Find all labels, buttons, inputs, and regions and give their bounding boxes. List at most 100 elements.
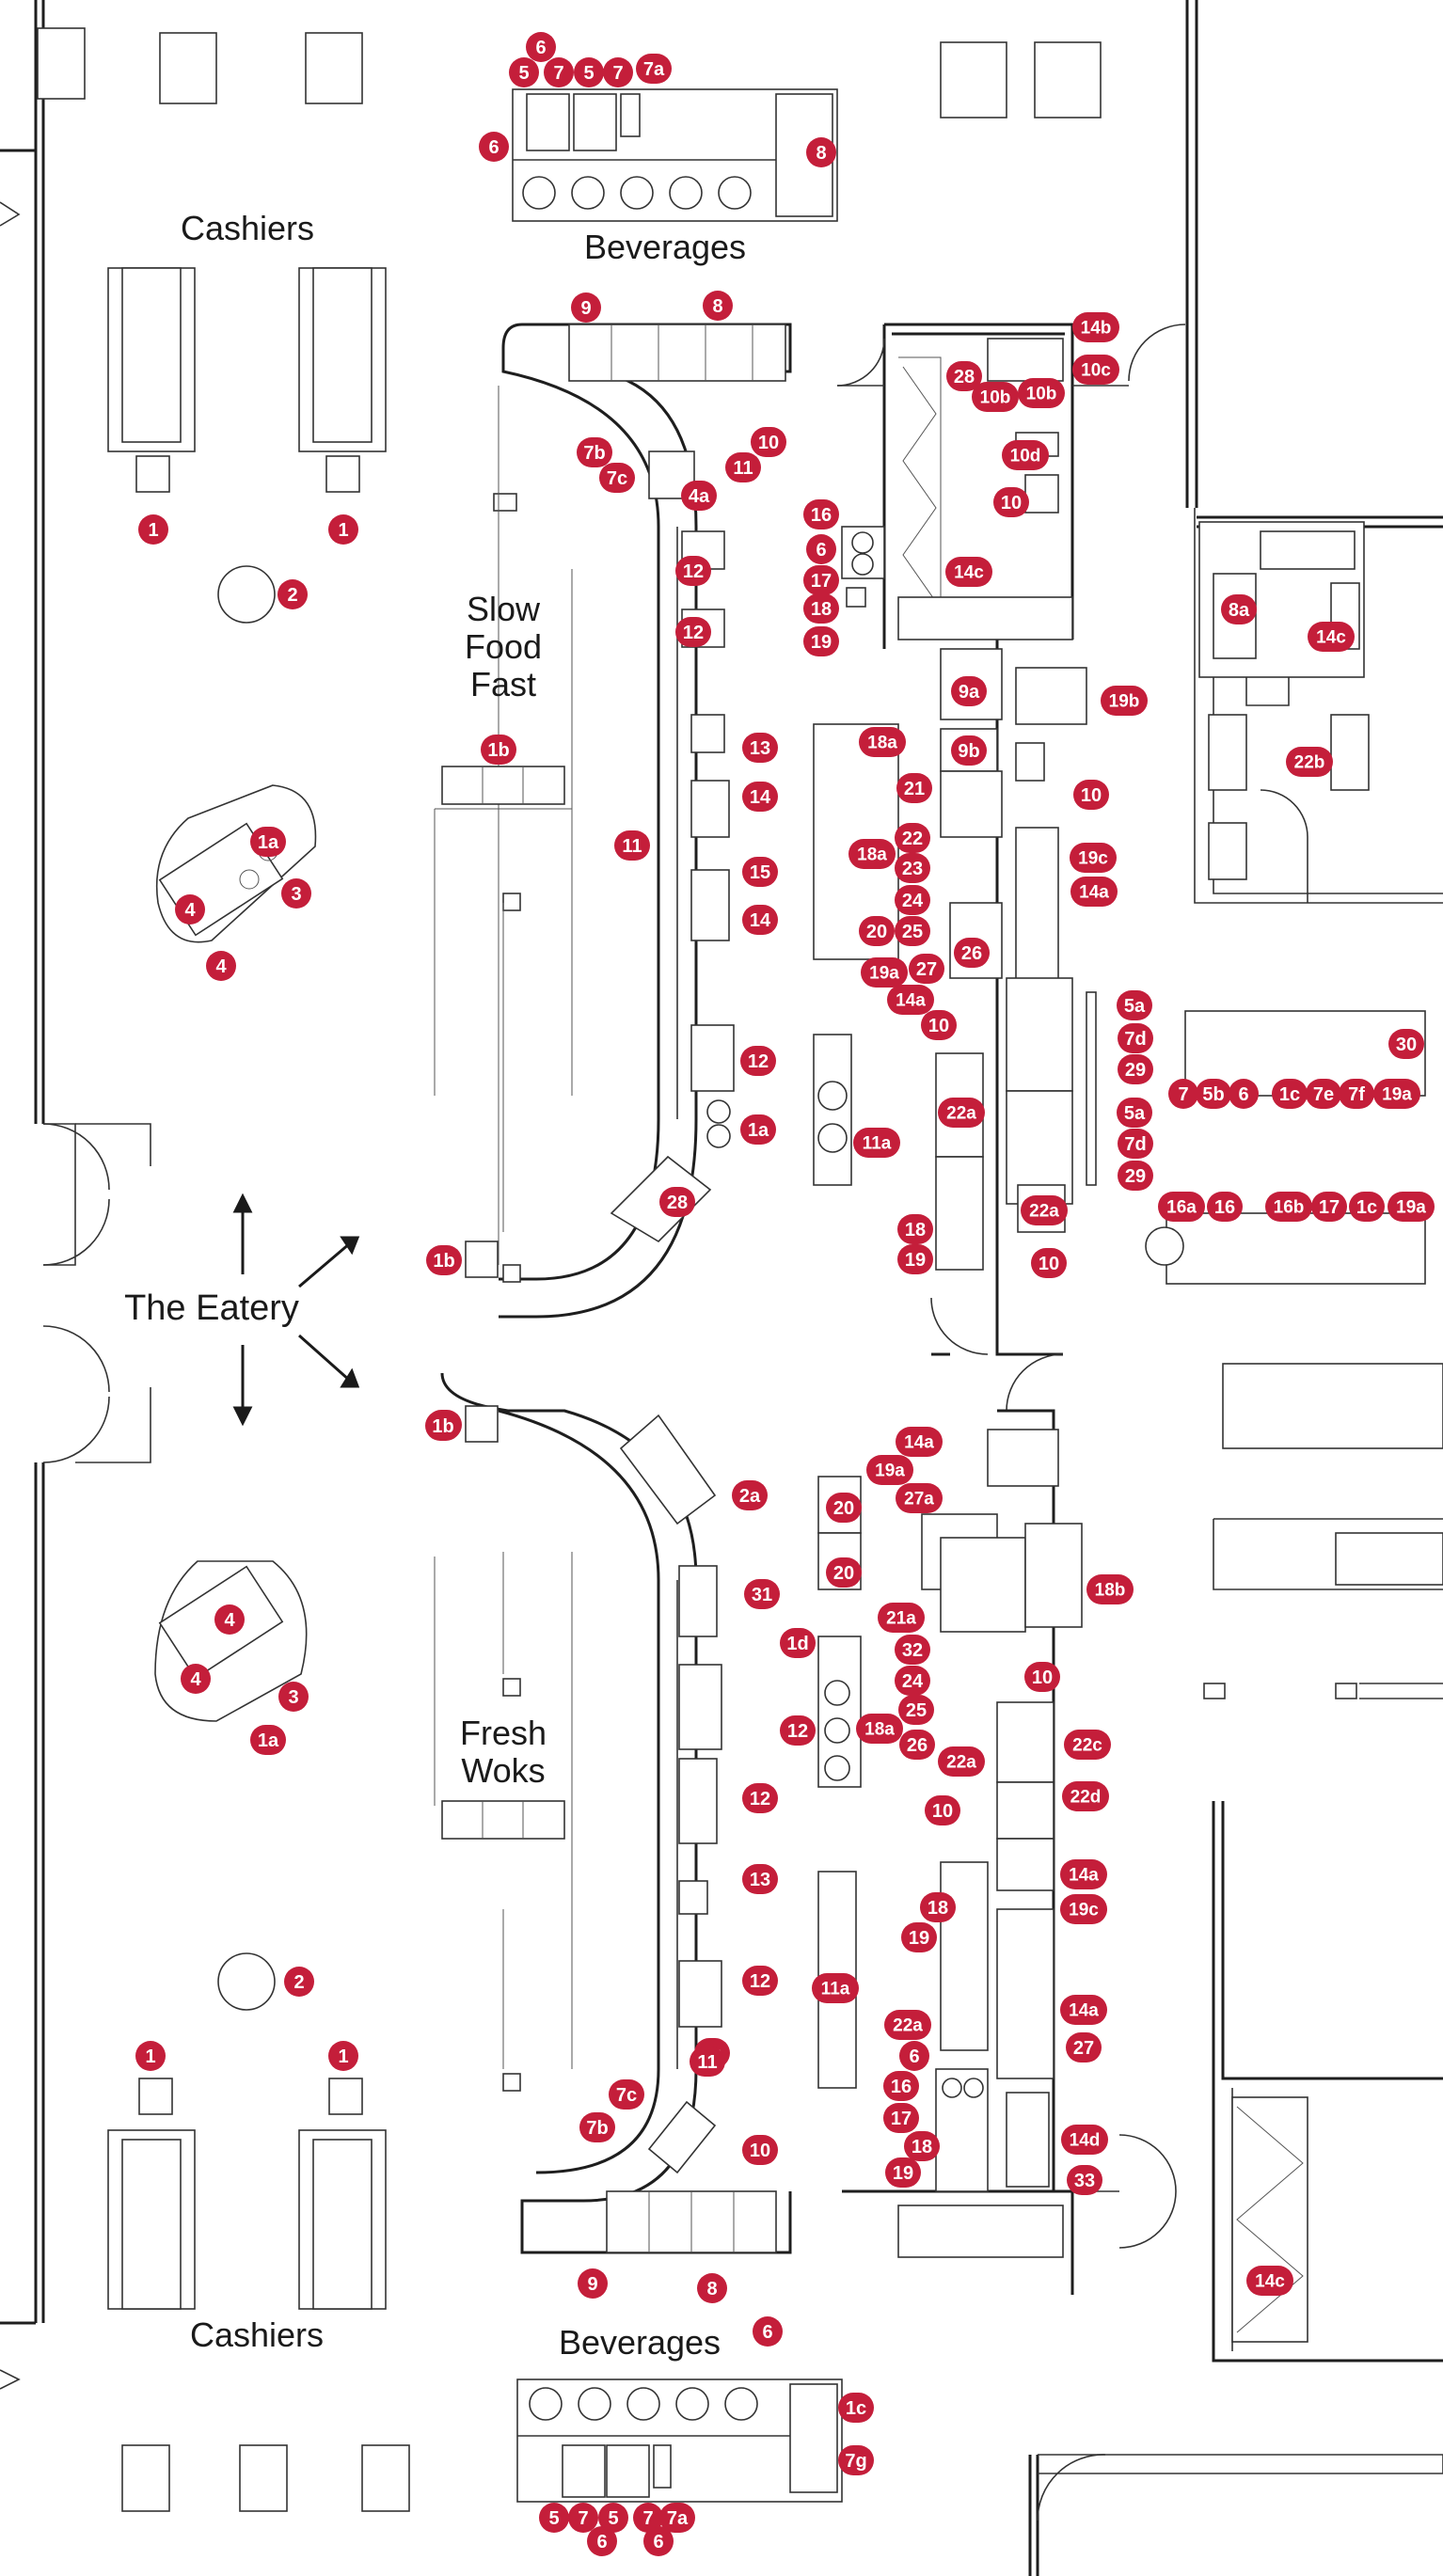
equipment-tag: 1a bbox=[740, 1114, 776, 1145]
tag-badge bbox=[896, 1427, 943, 1457]
tag-label: 6 bbox=[596, 2532, 607, 2552]
tag-badge bbox=[1061, 2125, 1108, 2155]
tag-label: 5 bbox=[518, 63, 529, 84]
equipment-tag: 6 bbox=[1229, 1079, 1259, 1109]
equipment-tag: 16a bbox=[1158, 1192, 1205, 1222]
tag-label: 7b bbox=[583, 443, 605, 464]
tag-label: 19a bbox=[875, 1462, 905, 1481]
tag-badge bbox=[278, 579, 308, 609]
tag-badge bbox=[1272, 1079, 1308, 1109]
equipment-tag: 9b bbox=[951, 735, 987, 766]
tag-badge bbox=[803, 499, 839, 529]
tag-badge bbox=[1118, 1161, 1153, 1191]
equipment-tag: 1 bbox=[135, 2041, 166, 2071]
equipment-tag: 33 bbox=[1067, 2165, 1102, 2195]
tag-badge bbox=[675, 617, 711, 647]
tag-label: 10 bbox=[758, 433, 779, 453]
tag-badge bbox=[587, 2526, 617, 2556]
equipment-tag: 10 bbox=[751, 427, 786, 457]
tag-label: 22a bbox=[946, 1753, 976, 1773]
tag-badge bbox=[838, 2393, 874, 2423]
tag-badge bbox=[1118, 1023, 1153, 1053]
tag-badge bbox=[1101, 686, 1148, 716]
tag-badge bbox=[1070, 877, 1118, 907]
tag-label: 10 bbox=[932, 1801, 953, 1822]
tag-badge bbox=[806, 137, 836, 167]
tag-label: 14 bbox=[750, 910, 771, 931]
tag-label: 1c bbox=[846, 2398, 866, 2419]
tag-label: 12 bbox=[748, 1051, 769, 1072]
equipment-tag: 8 bbox=[806, 137, 836, 167]
tag-badge bbox=[426, 1245, 462, 1275]
equipment-tag: 10 bbox=[925, 1795, 960, 1825]
tag-label: 1a bbox=[258, 832, 279, 853]
equipment-tag: 25 bbox=[898, 1695, 934, 1725]
equipment-tag: 5a bbox=[1117, 1098, 1152, 1128]
equipment-tag: 12 bbox=[675, 556, 711, 586]
equipment-tag: 7 bbox=[568, 2503, 598, 2533]
equipment-tag: 16 bbox=[803, 499, 839, 529]
tag-label: 12 bbox=[683, 623, 704, 643]
tag-label: 1 bbox=[148, 520, 158, 541]
tag-badge bbox=[1031, 1248, 1067, 1278]
equipment-tag: 22a bbox=[1021, 1195, 1068, 1225]
tag-label: 24 bbox=[902, 891, 924, 911]
equipment-tag: 12 bbox=[742, 1966, 778, 1996]
tag-badge bbox=[744, 1579, 780, 1609]
equipment-tag: 10b bbox=[972, 382, 1019, 412]
tag-label: 1 bbox=[338, 520, 348, 541]
tag-badge bbox=[725, 452, 761, 482]
equipment-tag: 7 bbox=[603, 57, 633, 87]
equipment-tag: 12 bbox=[780, 1715, 816, 1746]
tag-label: 16 bbox=[811, 505, 832, 526]
tag-badge bbox=[1117, 1098, 1152, 1128]
equipment-tag: 19 bbox=[897, 1244, 933, 1274]
tag-badge bbox=[925, 1795, 960, 1825]
equipment-tag: 14d bbox=[1061, 2125, 1108, 2155]
equipment-tag: 1b bbox=[426, 1245, 462, 1275]
equipment-tag: 14a bbox=[1060, 1859, 1107, 1889]
equipment-tag: 6 bbox=[526, 32, 556, 62]
tag-badge bbox=[951, 676, 987, 706]
tag-label: 2 bbox=[287, 585, 297, 606]
tag-badge bbox=[571, 292, 601, 323]
tag-badge bbox=[884, 2010, 931, 2040]
tag-badge bbox=[250, 1725, 286, 1755]
tag-label: 11 bbox=[733, 458, 753, 479]
equipment-tag: 18 bbox=[904, 2131, 940, 2161]
tag-badge bbox=[742, 905, 778, 935]
equipment-tag: 28 bbox=[659, 1187, 695, 1217]
tag-label: 4 bbox=[190, 1669, 201, 1690]
tag-label: 18a bbox=[864, 1720, 895, 1740]
tag-label: 8 bbox=[816, 143, 826, 164]
tag-badge bbox=[812, 1973, 859, 2003]
equipment-tag: 6 bbox=[753, 2316, 783, 2347]
equipment-tag: 18a bbox=[856, 1714, 903, 1744]
tag-label: 25 bbox=[906, 1700, 927, 1721]
tag-badge bbox=[859, 916, 895, 946]
tag-badge bbox=[883, 2071, 919, 2101]
tag-badge bbox=[1388, 1192, 1435, 1222]
tag-badge bbox=[1062, 1781, 1109, 1811]
tag-badge bbox=[899, 1730, 935, 1760]
tag-badge bbox=[895, 853, 930, 883]
equipment-tag: 7e bbox=[1306, 1079, 1341, 1109]
tag-badge bbox=[896, 773, 932, 803]
tag-label: 10c bbox=[1081, 361, 1111, 381]
tag-label: 22a bbox=[1029, 1202, 1059, 1222]
tag-badge bbox=[175, 894, 205, 925]
equipment-tag: 14 bbox=[742, 905, 778, 935]
tag-badge bbox=[479, 132, 509, 162]
equipment-tag: 4 bbox=[214, 1604, 245, 1635]
label-beverages-top: Beverages bbox=[584, 228, 746, 266]
seating-and-cashiers bbox=[37, 27, 1102, 2512]
equipment-tag: 26 bbox=[899, 1730, 935, 1760]
equipment-tag: 22c bbox=[1064, 1730, 1111, 1760]
tag-label: 10 bbox=[750, 2141, 770, 2161]
tag-label: 19 bbox=[909, 1928, 929, 1949]
tag-label: 22a bbox=[946, 1104, 976, 1124]
equipment-tag: 10 bbox=[921, 1010, 957, 1040]
tag-badge bbox=[742, 782, 778, 812]
equipment-tag: 27a bbox=[896, 1483, 943, 1513]
tag-badge bbox=[328, 2041, 358, 2071]
